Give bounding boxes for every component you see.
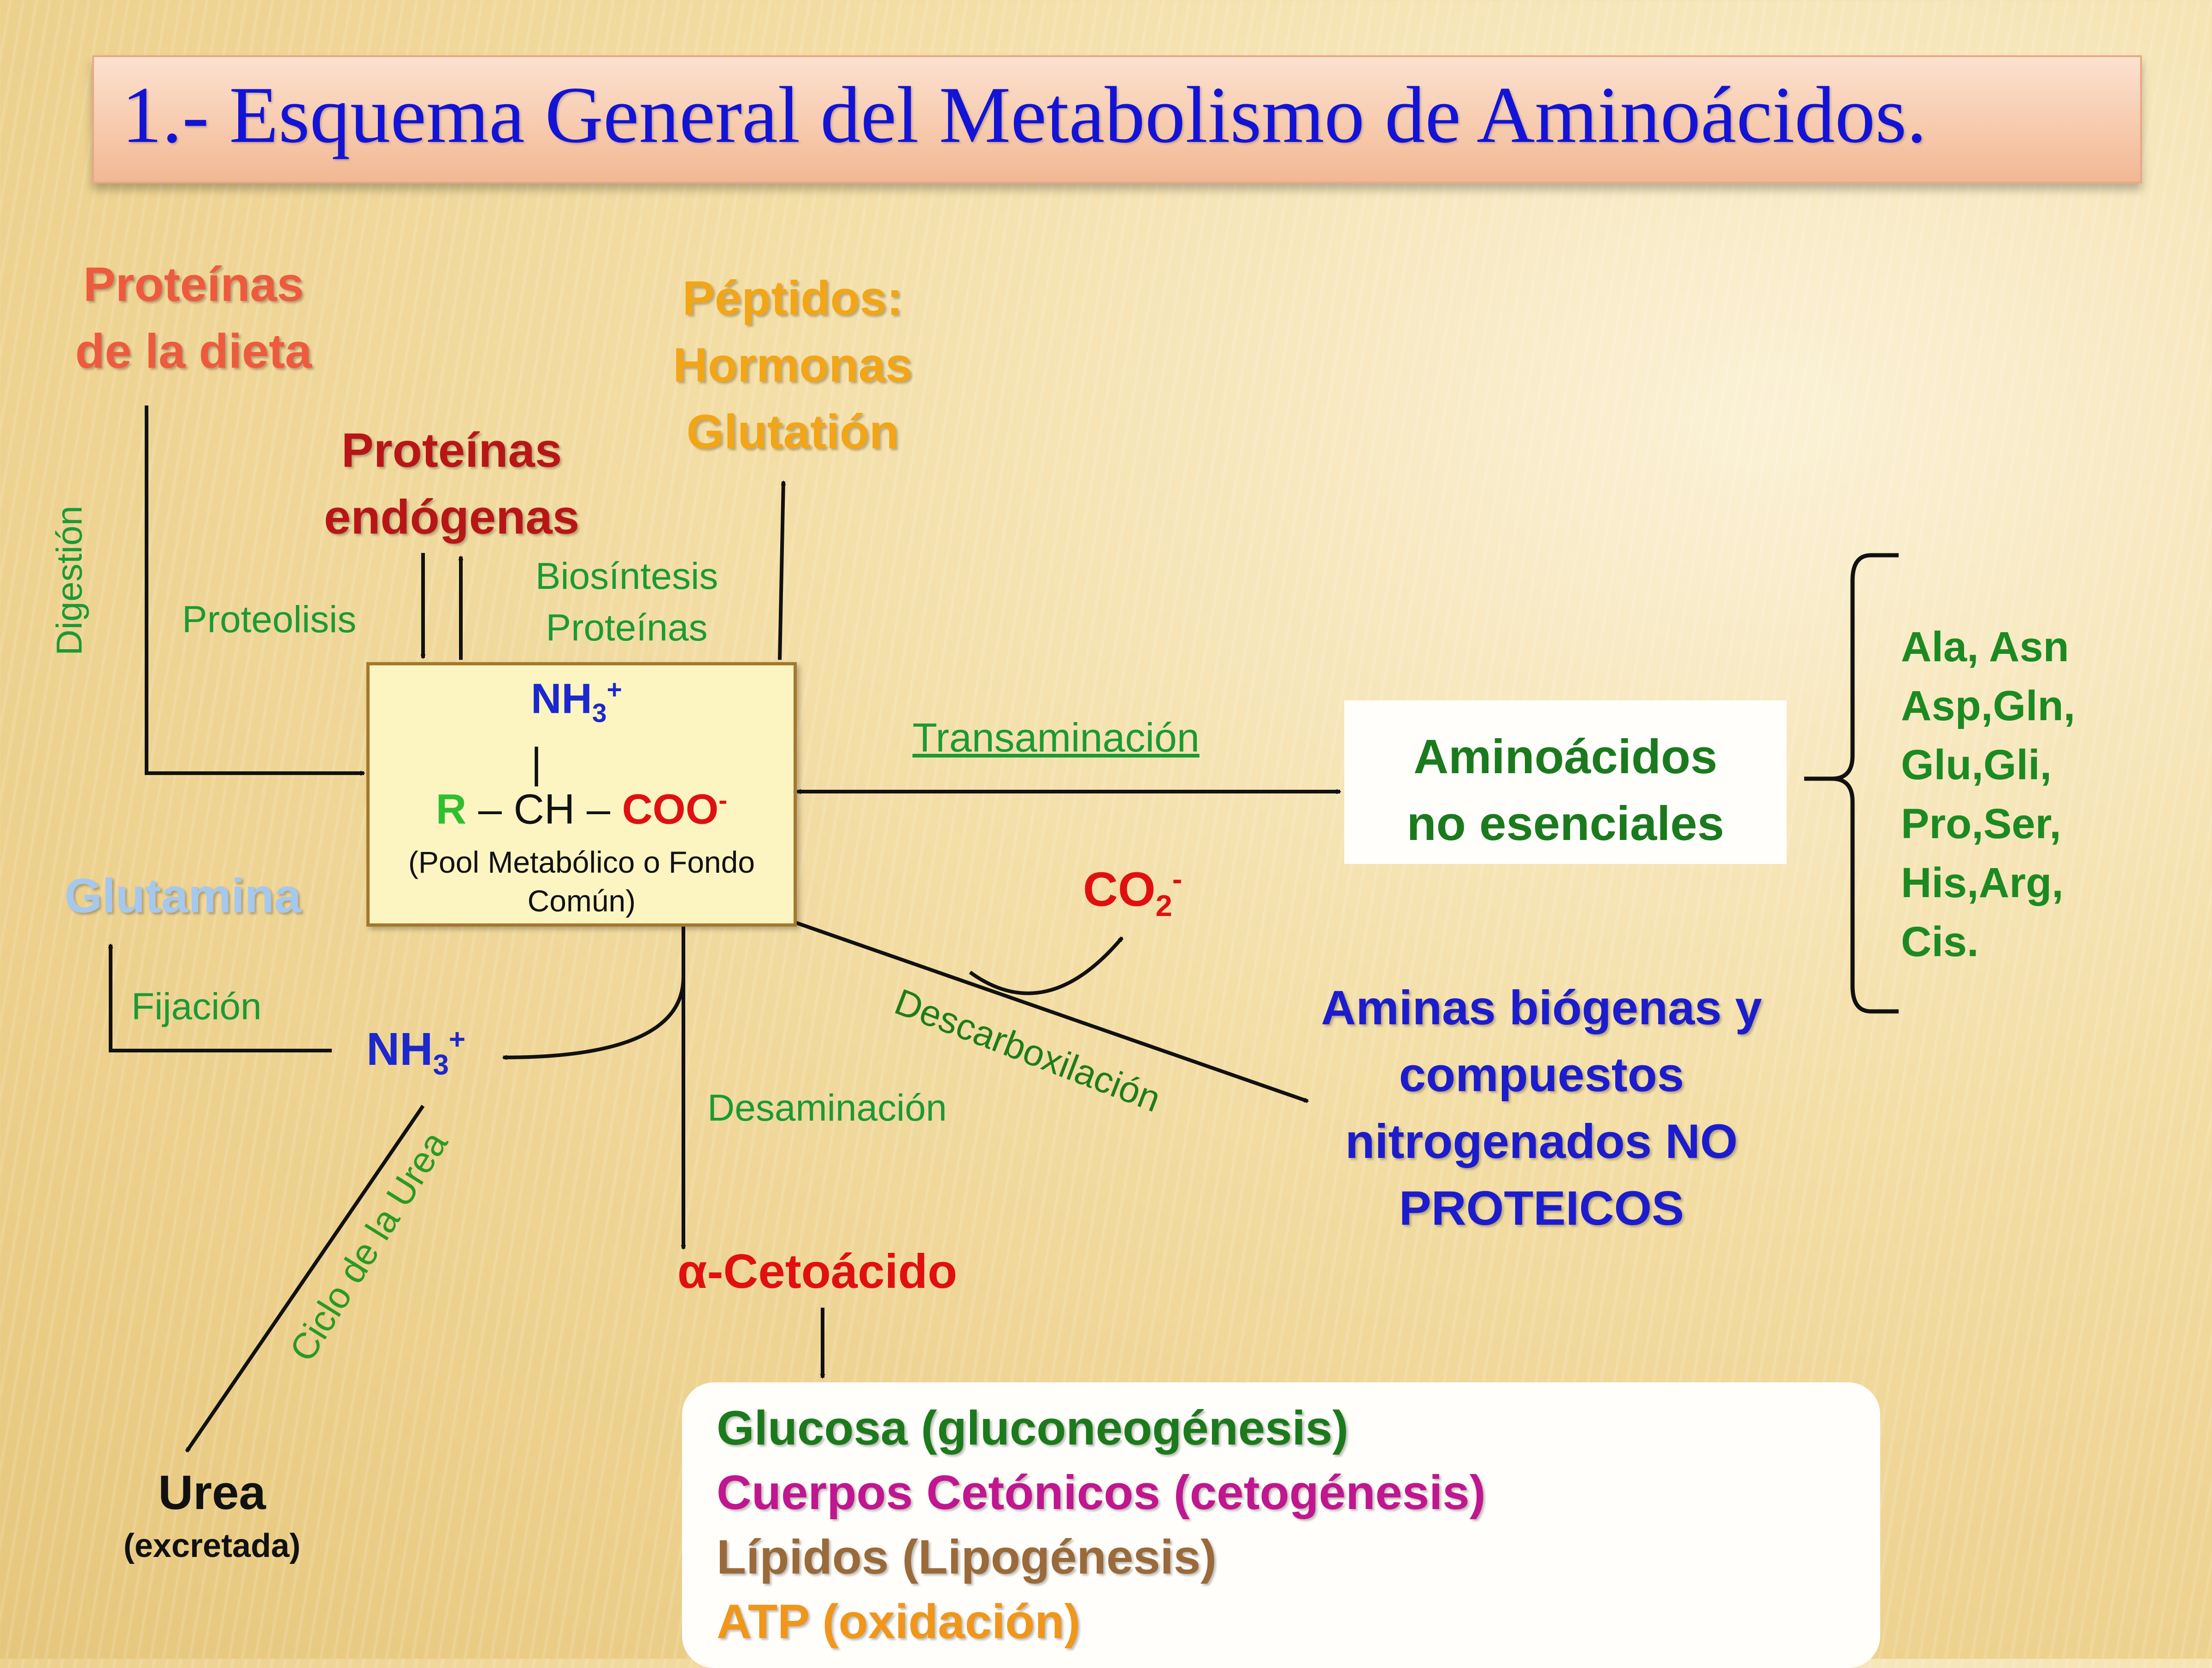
node-aminas-line4: PROTEICOS xyxy=(1399,1181,1684,1235)
node-aminoacidos-text: Aminoácidos no esenciales xyxy=(1344,723,1787,857)
arrow-digestion xyxy=(145,405,364,773)
node-proteinas-endogenas-line2: endógenas xyxy=(324,490,580,544)
node-aminoacidos-no-esenciales: Aminoácidos no esenciales xyxy=(1344,700,1787,864)
output-atp: ATP (oxidación) xyxy=(717,1595,1081,1649)
pool-dash-2: – xyxy=(575,786,622,833)
aa-list: Ala, Asn Asp,Gln, Glu,Gli, Pro,Ser, His,… xyxy=(1901,617,2075,971)
pool-r: R xyxy=(435,786,467,833)
node-co2-sub: 2 xyxy=(1155,889,1172,922)
aa-list-item: Ala, Asn xyxy=(1901,623,2069,670)
pool-coo-sup: - xyxy=(718,786,728,815)
node-aminas-line3: nitrogenados NO xyxy=(1345,1115,1738,1169)
aa-list-item: His,Arg, xyxy=(1901,859,2064,906)
pool-metabolico-box: NH3+ | R – CH – COO- (Pool Metabólico o … xyxy=(366,662,797,927)
outputs-box: Glucosa (gluconeogénesis) Cuerpos Cetóni… xyxy=(682,1382,1880,1668)
node-aminas-line1: Aminas biógenas y xyxy=(1321,981,1762,1035)
pool-ch: CH xyxy=(513,786,575,833)
node-nh3-sub: 3 xyxy=(433,1049,449,1081)
arrow-descarboxilacion xyxy=(792,920,1308,1103)
outputs-list: Glucosa (gluconeogénesis) Cuerpos Cetóni… xyxy=(717,1396,1486,1654)
label-transaminacion: Transaminación xyxy=(912,715,1200,760)
pool-caption-line1: (Pool Metabólico o Fondo xyxy=(408,845,755,879)
node-proteinas-dieta-line2: de la dieta xyxy=(75,324,312,378)
pool-caption: (Pool Metabólico o Fondo Común) xyxy=(370,843,794,920)
aa-list-item: Pro,Ser, xyxy=(1901,800,2061,847)
title-banner: 1.- Esquema General del Metabolismo de A… xyxy=(92,55,2142,183)
aa-list-item: Glu,Gli, xyxy=(1901,741,2052,788)
node-co2-sup: - xyxy=(1172,862,1182,896)
node-glutamina: Glutamina xyxy=(65,869,301,923)
label-desaminacion: Desaminación xyxy=(707,1087,947,1129)
node-co2: CO2- xyxy=(1083,862,1182,923)
node-peptidos-line3: Glutatión xyxy=(686,405,899,459)
pool-caption-line2: Común) xyxy=(527,884,636,918)
node-aminas-line2: compuestos xyxy=(1399,1048,1684,1102)
label-digestion: Digestión xyxy=(49,505,89,656)
node-aminas-biogenas: Aminas biógenas y compuestos nitrogenado… xyxy=(1277,975,1806,1242)
node-proteinas-endogenas-line1: Proteínas xyxy=(341,423,562,477)
pool-nh3-sup: + xyxy=(606,675,622,705)
node-nh3-sup: + xyxy=(448,1023,466,1056)
page-title: 1.- Esquema General del Metabolismo de A… xyxy=(122,70,1927,159)
arrow-ciclo-urea xyxy=(185,1104,425,1453)
brace xyxy=(1804,553,1899,1014)
arrow-fijacion xyxy=(111,945,332,1052)
pool-dash-1: – xyxy=(466,786,514,833)
output-lipidos: Lípidos (Lipogénesis) xyxy=(717,1530,1217,1584)
node-proteinas-dieta-line1: Proteínas xyxy=(83,258,304,311)
node-peptidos-line1: Péptidos: xyxy=(682,271,903,325)
node-urea: Urea xyxy=(158,1466,266,1520)
pool-nh3-sub: 3 xyxy=(592,699,607,728)
label-biosintesis: Biosíntesis Proteínas xyxy=(502,551,751,654)
node-proteinas-dieta: Proteínas de la dieta xyxy=(37,251,350,385)
arrow-co2 xyxy=(969,936,1124,995)
output-cuerpos-cetonicos: Cuerpos Cetónicos (cetogénesis) xyxy=(717,1466,1486,1520)
label-biosintesis-line2: Proteínas xyxy=(546,607,708,649)
label-biosintesis-line1: Biosíntesis xyxy=(535,555,718,597)
node-proteinas-endogenas: Proteínas endógenas xyxy=(290,417,613,551)
node-co2-text: CO xyxy=(1083,863,1156,916)
node-alfa-cetoacido: α-Cetoácido xyxy=(677,1245,958,1298)
pool-nh3: NH3+ xyxy=(531,675,622,728)
arrow-nh3 xyxy=(503,976,685,1057)
output-glucosa: Glucosa (gluconeogénesis) xyxy=(717,1401,1349,1455)
pool-coo: COO xyxy=(622,786,719,833)
node-nh3-text: NH xyxy=(366,1023,433,1075)
pool-bond: | xyxy=(531,740,542,787)
node-nh3: NH3+ xyxy=(366,1023,465,1081)
label-proteolisis: Proteolisis xyxy=(182,599,357,640)
label-fijacion: Fijación xyxy=(131,986,262,1028)
node-peptidos-line2: Hormonas xyxy=(673,338,912,392)
node-aminoacidos-line1: Aminoácidos xyxy=(1413,730,1718,784)
pool-formula: R – CH – COO- xyxy=(370,785,794,834)
arrow-peptidos xyxy=(778,482,783,660)
node-urea-note: (excretada) xyxy=(123,1527,301,1564)
pool-nh3-text: NH xyxy=(531,675,592,722)
aa-list-item: Asp,Gln, xyxy=(1901,682,2076,729)
node-aminoacidos-line2: no esenciales xyxy=(1406,797,1724,851)
aa-list-item: Cis. xyxy=(1901,918,1979,965)
node-peptidos: Péptidos: Hormonas Glutatión xyxy=(631,265,954,465)
